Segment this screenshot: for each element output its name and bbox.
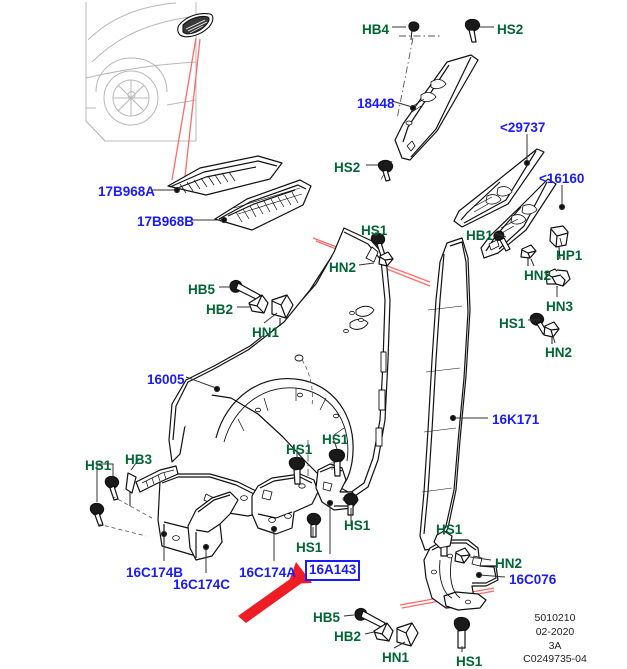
part-16005-fender-shape xyxy=(168,227,391,499)
fastener-label-f-hn1-1[interactable]: HN1 xyxy=(252,325,280,340)
fastener-label-f-hs1-m3[interactable]: HS1 xyxy=(296,540,323,555)
fastener-hn1-2 xyxy=(396,622,419,647)
fastener-label-f-hs1-b2[interactable]: HS1 xyxy=(456,654,483,669)
part-label-p-16c076[interactable]: 16C076 xyxy=(509,572,557,587)
fastener-label-f-hb1-1[interactable]: HB1 xyxy=(466,228,494,243)
fastener-label-f-hs1-m2[interactable]: HS1 xyxy=(322,432,349,447)
part-label-p-16c174c[interactable]: 16C174C xyxy=(173,577,231,592)
fastener-label-f-hn2-r1[interactable]: HN2 xyxy=(524,268,552,283)
footer-figure-code: C0249735-04 xyxy=(523,653,587,665)
part-label-p-16k171[interactable]: 16K171 xyxy=(492,412,540,427)
fastener-label-f-hs1-m4[interactable]: HS1 xyxy=(344,518,371,533)
footer-revision: 3A xyxy=(548,640,562,652)
highlighted-part-label[interactable]: 16A143 xyxy=(305,560,361,581)
part-label-p-16c174a[interactable]: 16C174A xyxy=(239,565,297,580)
part-label-p-16005[interactable]: 16005 xyxy=(147,372,185,387)
part-label-p-29737[interactable]: <29737 xyxy=(500,120,546,135)
vehicle-vent-location xyxy=(177,13,214,38)
part-label-p-16160[interactable]: <16160 xyxy=(539,171,585,186)
fastener-hn2-r2 xyxy=(543,321,560,344)
part-label-p-17b968a[interactable]: 17B968A xyxy=(98,184,156,199)
fastener-label-f-hn2-c1[interactable]: HN2 xyxy=(329,260,357,275)
footer-date: 02-2020 xyxy=(535,626,575,638)
fastener-hs2-1 xyxy=(464,18,481,43)
fastener-hn2-r1 xyxy=(520,244,537,266)
fastener-label-f-hn3-1[interactable]: HN3 xyxy=(546,299,574,314)
fastener-label-f-hs1-m1[interactable]: HS1 xyxy=(286,442,313,457)
part-17b968b-shape xyxy=(214,179,312,231)
fastener-hs1-m1 xyxy=(288,456,306,485)
fastener-hn2-c1 xyxy=(378,251,394,267)
fastener-label-f-hs1-r1[interactable]: HS1 xyxy=(499,316,526,331)
fastener-label-f-hs1-c1[interactable]: HS1 xyxy=(361,223,388,238)
fastener-label-f-hb5-1[interactable]: HB5 xyxy=(188,282,216,297)
fastener-hs2-2 xyxy=(377,159,394,182)
fastener-hb2-1 xyxy=(248,294,269,314)
fastener-hp1-1 xyxy=(549,225,569,260)
fastener-hb2-2 xyxy=(373,622,394,642)
fastener-hn2-b1 xyxy=(454,547,471,564)
fastener-hb4-1 xyxy=(408,21,420,41)
part-label-p-18448[interactable]: 18448 xyxy=(357,96,395,111)
part-label-p-16c174b[interactable]: 16C174B xyxy=(126,565,184,580)
part-16c174c-shape xyxy=(187,491,239,561)
fastener-hs1-b2 xyxy=(453,616,471,649)
fastener-hs1-m2 xyxy=(328,448,346,477)
fastener-label-f-hn2-b1[interactable]: HN2 xyxy=(495,556,523,571)
fastener-label-f-hs2-2[interactable]: HS2 xyxy=(334,160,361,175)
fastener-hs1-l2 xyxy=(89,502,105,527)
part-29737-shape xyxy=(453,148,545,228)
part-16c076-shape xyxy=(423,539,499,611)
fastener-label-f-hs1-l1[interactable]: HS1 xyxy=(85,458,112,473)
fastener-label-f-hp1-1[interactable]: HP1 xyxy=(556,248,583,263)
fastener-label-f-hb3-1[interactable]: HB3 xyxy=(125,452,153,467)
fastener-label-f-hn2-r2[interactable]: HN2 xyxy=(545,345,573,360)
fastener-hn1-1 xyxy=(271,294,294,326)
fastener-label-f-hs1-b1[interactable]: HS1 xyxy=(436,522,463,537)
fastener-label-f-hb4-1[interactable]: HB4 xyxy=(362,22,390,37)
part-16k171-shape xyxy=(419,237,471,551)
part-16c174b-clip xyxy=(135,465,179,493)
footer-drawing-number: 5010210 xyxy=(534,612,576,624)
fastener-hn3-1 xyxy=(545,268,571,295)
fastener-label-f-hb5-2[interactable]: HB5 xyxy=(313,610,341,625)
part-17b968a-shape xyxy=(167,155,283,196)
fastener-hb5-1 xyxy=(229,280,261,301)
fastener-hb3-1 xyxy=(125,472,137,506)
fastener-label-f-hb2-1[interactable]: HB2 xyxy=(206,302,234,317)
ghost-car-icon xyxy=(85,2,197,142)
fastener-label-f-hb2-2[interactable]: HB2 xyxy=(334,629,362,644)
fastener-label-f-hn1-2[interactable]: HN1 xyxy=(382,650,410,665)
part-18448-shape xyxy=(394,54,479,161)
part-label-p-17b968b[interactable]: 17B968B xyxy=(137,214,195,229)
fastener-label-f-hs2-1[interactable]: HS2 xyxy=(497,22,524,37)
